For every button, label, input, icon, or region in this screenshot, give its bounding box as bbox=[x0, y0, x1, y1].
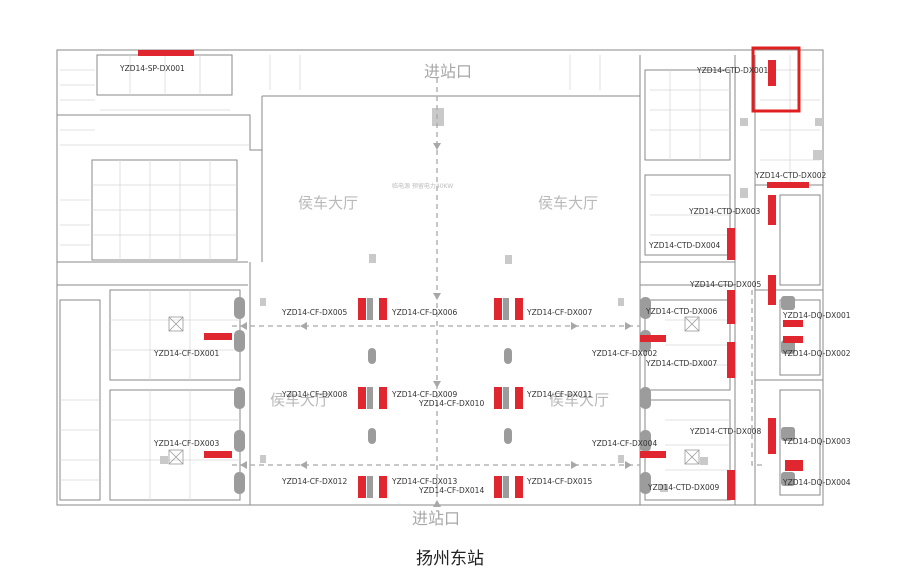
label-cf-dx007: YZD14-CF-DX007 bbox=[526, 308, 592, 317]
label-ctd-dx008: YZD14-CTD-DX008 bbox=[689, 427, 762, 436]
label-cf-dx012: YZD14-CF-DX012 bbox=[281, 477, 347, 486]
label-cf-dx002: YZD14-CF-DX002 bbox=[591, 349, 657, 358]
label-cf-dx010: YZD14-CF-DX010 bbox=[418, 399, 484, 408]
red-power-units bbox=[138, 50, 809, 500]
waiting-hall-label-2: 侯车大厅 bbox=[538, 194, 598, 212]
station-name-caption: 扬州东站 bbox=[416, 549, 484, 569]
waiting-hall-label-1: 侯车大厅 bbox=[298, 194, 358, 212]
label-cf-dx001: YZD14-CF-DX001 bbox=[153, 349, 219, 358]
waiting-hall-label-4: 侯车大厅 bbox=[549, 391, 609, 409]
hall-power-note: 临电源 预留电力40KW bbox=[392, 182, 453, 190]
waiting-hall-label-3: 侯车大厅 bbox=[270, 391, 330, 409]
label-cf-dx006: YZD14-CF-DX006 bbox=[391, 308, 457, 317]
label-ctd-dx007: YZD14-CTD-DX007 bbox=[645, 359, 718, 368]
label-ctd-dx002: YZD14-CTD-DX002 bbox=[754, 171, 827, 180]
label-ctd-dx003: YZD14-CTD-DX003 bbox=[688, 207, 761, 216]
highlight-box bbox=[751, 46, 801, 113]
label-dq-dx004: YZD14-DQ-DX004 bbox=[782, 478, 851, 487]
label-ctd-dx005: YZD14-CTD-DX005 bbox=[689, 280, 762, 289]
label-cf-dx008: YZD14-CF-DX008 bbox=[281, 390, 347, 399]
floor-plan-grid bbox=[60, 55, 820, 500]
label-dq-dx002: YZD14-DQ-DX002 bbox=[782, 349, 851, 358]
label-cf-dx005: YZD14-CF-DX005 bbox=[281, 308, 347, 317]
entrance-label-top: 进站口 bbox=[424, 62, 472, 81]
label-dq-dx001: YZD14-DQ-DX001 bbox=[782, 311, 851, 320]
label-cf-dx009: YZD14-CF-DX009 bbox=[391, 390, 457, 399]
passenger-flow-lines bbox=[232, 78, 765, 512]
plan-fills bbox=[160, 108, 823, 492]
label-cf-dx015: YZD14-CF-DX015 bbox=[526, 477, 592, 486]
label-cf-dx013: YZD14-CF-DX013 bbox=[391, 477, 457, 486]
label-sp-dx001: YZD14-SP-DX001 bbox=[119, 64, 185, 73]
label-ctd-dx004: YZD14-CTD-DX004 bbox=[648, 241, 721, 250]
label-cf-dx014: YZD14-CF-DX014 bbox=[418, 486, 484, 495]
flow-arrowheads bbox=[240, 143, 632, 507]
label-dq-dx003: YZD14-DQ-DX003 bbox=[782, 437, 851, 446]
label-cf-dx004: YZD14-CF-DX004 bbox=[591, 439, 657, 448]
entrance-label-bottom: 进站口 bbox=[412, 509, 460, 528]
label-ctd-dx006: YZD14-CTD-DX006 bbox=[645, 307, 718, 316]
crossed-box-markers bbox=[168, 316, 700, 465]
label-ctd-dx001: YZD14-CTD-DX001 bbox=[696, 66, 769, 75]
label-cf-dx003: YZD14-CF-DX003 bbox=[153, 439, 219, 448]
label-cf-dx011: YZD14-CF-DX011 bbox=[526, 390, 592, 399]
label-ctd-dx009: YZD14-CTD-DX009 bbox=[647, 483, 720, 492]
